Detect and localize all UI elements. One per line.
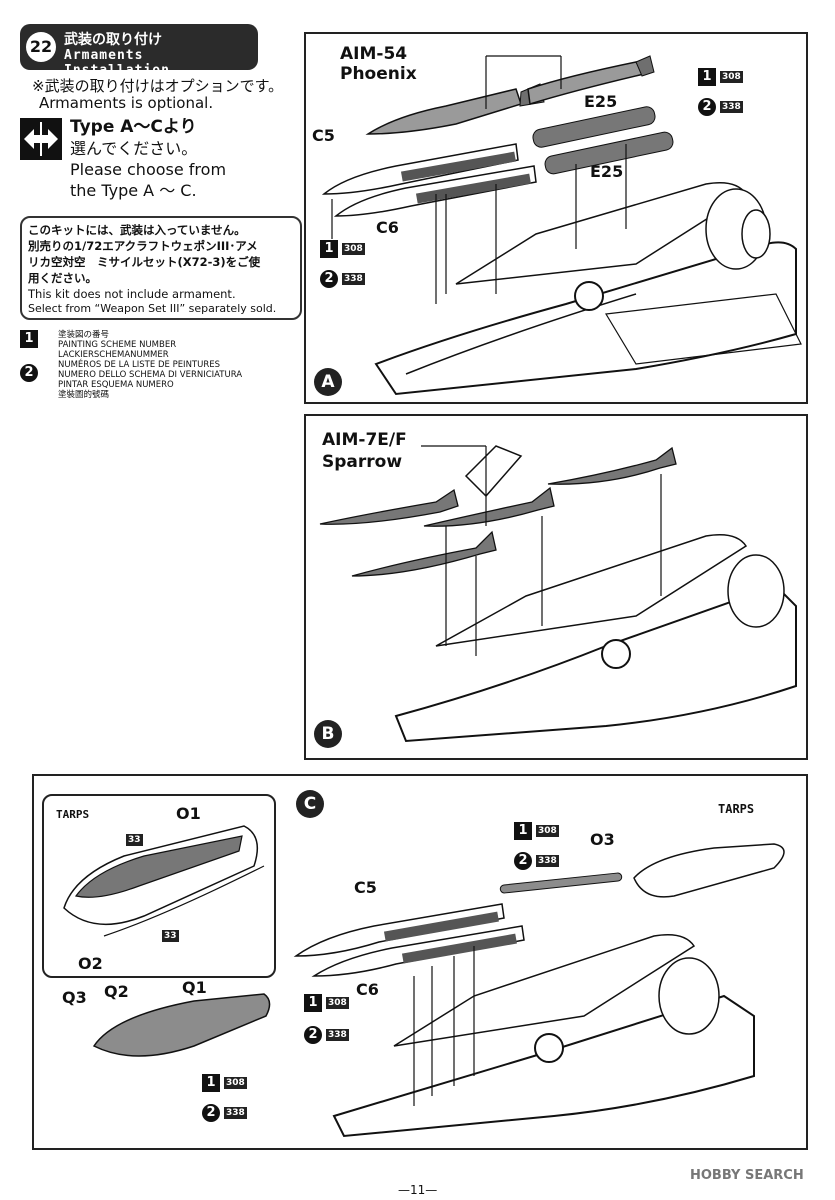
tarps-inset-label: TARPS bbox=[56, 808, 90, 821]
code-338: 338 bbox=[342, 273, 365, 285]
scheme-badge-1: 1 bbox=[20, 330, 38, 348]
legend-row-5: NUMERO DELLO SCHEMA DI VERNICIATURA bbox=[58, 370, 243, 380]
part-c6-label: C6 bbox=[356, 980, 379, 999]
scheme-badge-2: 2 bbox=[698, 98, 716, 116]
panel-type-c: TARPS O1 O2 33 33 C TARPS O3 Q3 Q2 Q1 C5… bbox=[32, 774, 808, 1150]
notice-line4: 用ください。 bbox=[28, 271, 97, 285]
step-title-en: Armaments Installation bbox=[64, 48, 170, 78]
notice-line1: このキットには、武装は入っていません。 bbox=[28, 223, 246, 237]
legend-row-2: PAINTING SCHEME NUMBER bbox=[58, 340, 177, 350]
tarps-inset: TARPS O1 O2 33 33 bbox=[42, 794, 276, 978]
part-o2-label: O2 bbox=[78, 954, 103, 973]
optional-note-en: Armaments is optional. bbox=[39, 94, 214, 112]
aim7-label: AIM-7E/F bbox=[322, 430, 407, 450]
scheme-badge-2: 2 bbox=[202, 1104, 220, 1122]
scheme-badge-1: 1 bbox=[514, 822, 532, 840]
part-q3-label: Q3 bbox=[62, 988, 87, 1007]
step-number: 22 bbox=[26, 32, 56, 62]
optional-note-ja: ※武装の取り付けはオプションです。 bbox=[32, 77, 284, 95]
choose-line4: the Type A 〜 C. bbox=[70, 181, 197, 200]
watermark: HOBBY SEARCH bbox=[690, 1168, 804, 1183]
tarps-main-label: TARPS bbox=[718, 802, 755, 816]
notice-line2: 別売りの1/72エアクラフトウェポンIII･アメ bbox=[28, 239, 258, 253]
code-338: 338 bbox=[326, 1029, 349, 1041]
notice-line3: リカ空対空 ミサイルセット(X72-3)をご使 bbox=[28, 255, 261, 269]
notice-line5: This kit does not include armament. bbox=[28, 287, 236, 301]
part-c5-label: C5 bbox=[354, 878, 377, 897]
step-header: 22 武装の取り付け Armaments Installation bbox=[20, 24, 258, 78]
phoenix-label: Phoenix bbox=[340, 64, 417, 84]
type-a-illustration bbox=[321, 55, 802, 396]
part-c6-label: C6 bbox=[376, 218, 399, 237]
code-33: 33 bbox=[162, 930, 179, 942]
part-q2-label: Q2 bbox=[104, 982, 129, 1001]
part-o1-label: O1 bbox=[176, 804, 201, 823]
scheme-badge-2: 2 bbox=[304, 1026, 322, 1044]
code-338: 338 bbox=[536, 855, 559, 867]
part-c5-label: C5 bbox=[312, 126, 335, 145]
legend-row-1: 塗装図の番号 bbox=[58, 330, 110, 340]
tarps-inset-drawing bbox=[63, 825, 265, 937]
scheme-badge-1: 1 bbox=[320, 240, 338, 258]
part-o3-label: O3 bbox=[590, 830, 615, 849]
scheme-badge-1: 1 bbox=[698, 68, 716, 86]
scheme-badge-2: 2 bbox=[320, 270, 338, 288]
panel-letter-a: A bbox=[314, 368, 342, 396]
code-338: 338 bbox=[224, 1107, 247, 1119]
scheme-badge-1: 1 bbox=[304, 994, 322, 1012]
code-338: 338 bbox=[720, 101, 743, 113]
code-308: 308 bbox=[720, 71, 743, 83]
choose-line2: 選んでください。 bbox=[70, 139, 198, 158]
part-e25-label-2: E25 bbox=[590, 162, 624, 181]
choose-line3: Please choose from bbox=[70, 160, 227, 179]
page-number: —11— bbox=[398, 1183, 438, 1197]
scheme-badge-2: 2 bbox=[514, 852, 532, 870]
panel-letter-b: B bbox=[314, 720, 342, 748]
choose-line1: Type A〜Cより bbox=[70, 117, 197, 137]
code-308: 308 bbox=[326, 997, 349, 1009]
double-arrow-icon bbox=[20, 118, 62, 160]
part-q1-label: Q1 bbox=[182, 978, 207, 997]
code-308: 308 bbox=[224, 1077, 247, 1089]
code-33: 33 bbox=[126, 834, 143, 846]
code-308: 308 bbox=[536, 825, 559, 837]
panel-type-b: AIM-7E/F Sparrow B bbox=[304, 414, 808, 760]
panel-type-a: AIM-54 Phoenix C5 C6 E25 E25 1 308 2 338… bbox=[304, 32, 808, 404]
step-title-ja: 武装の取り付け bbox=[64, 32, 162, 48]
legend-row-6: PINTAR ESQUEMA NUMERO bbox=[58, 380, 174, 390]
notice-box: このキットには、武装は入っていません。 別売りの1/72エアクラフトウェポンII… bbox=[20, 216, 302, 320]
legend-row-4: NUMÉROS DE LA LISTE DE PEINTURES bbox=[58, 360, 221, 370]
legend-row-3: LACKIERSCHEMANUMMER bbox=[58, 350, 169, 360]
scheme-badge-2: 2 bbox=[20, 364, 38, 382]
type-c-illustration bbox=[92, 843, 785, 1138]
type-b-illustration bbox=[319, 445, 797, 743]
notice-line6: Select from “Weapon Set III” separately … bbox=[28, 302, 277, 315]
aim54-label: AIM-54 bbox=[340, 44, 408, 64]
panel-letter-c: C bbox=[296, 790, 324, 818]
part-e25-label-1: E25 bbox=[584, 92, 618, 111]
legend-row-7: 塗裝圖的號碼 bbox=[58, 390, 110, 400]
code-308: 308 bbox=[342, 243, 365, 255]
sparrow-label: Sparrow bbox=[322, 452, 403, 472]
scheme-badge-1: 1 bbox=[202, 1074, 220, 1092]
